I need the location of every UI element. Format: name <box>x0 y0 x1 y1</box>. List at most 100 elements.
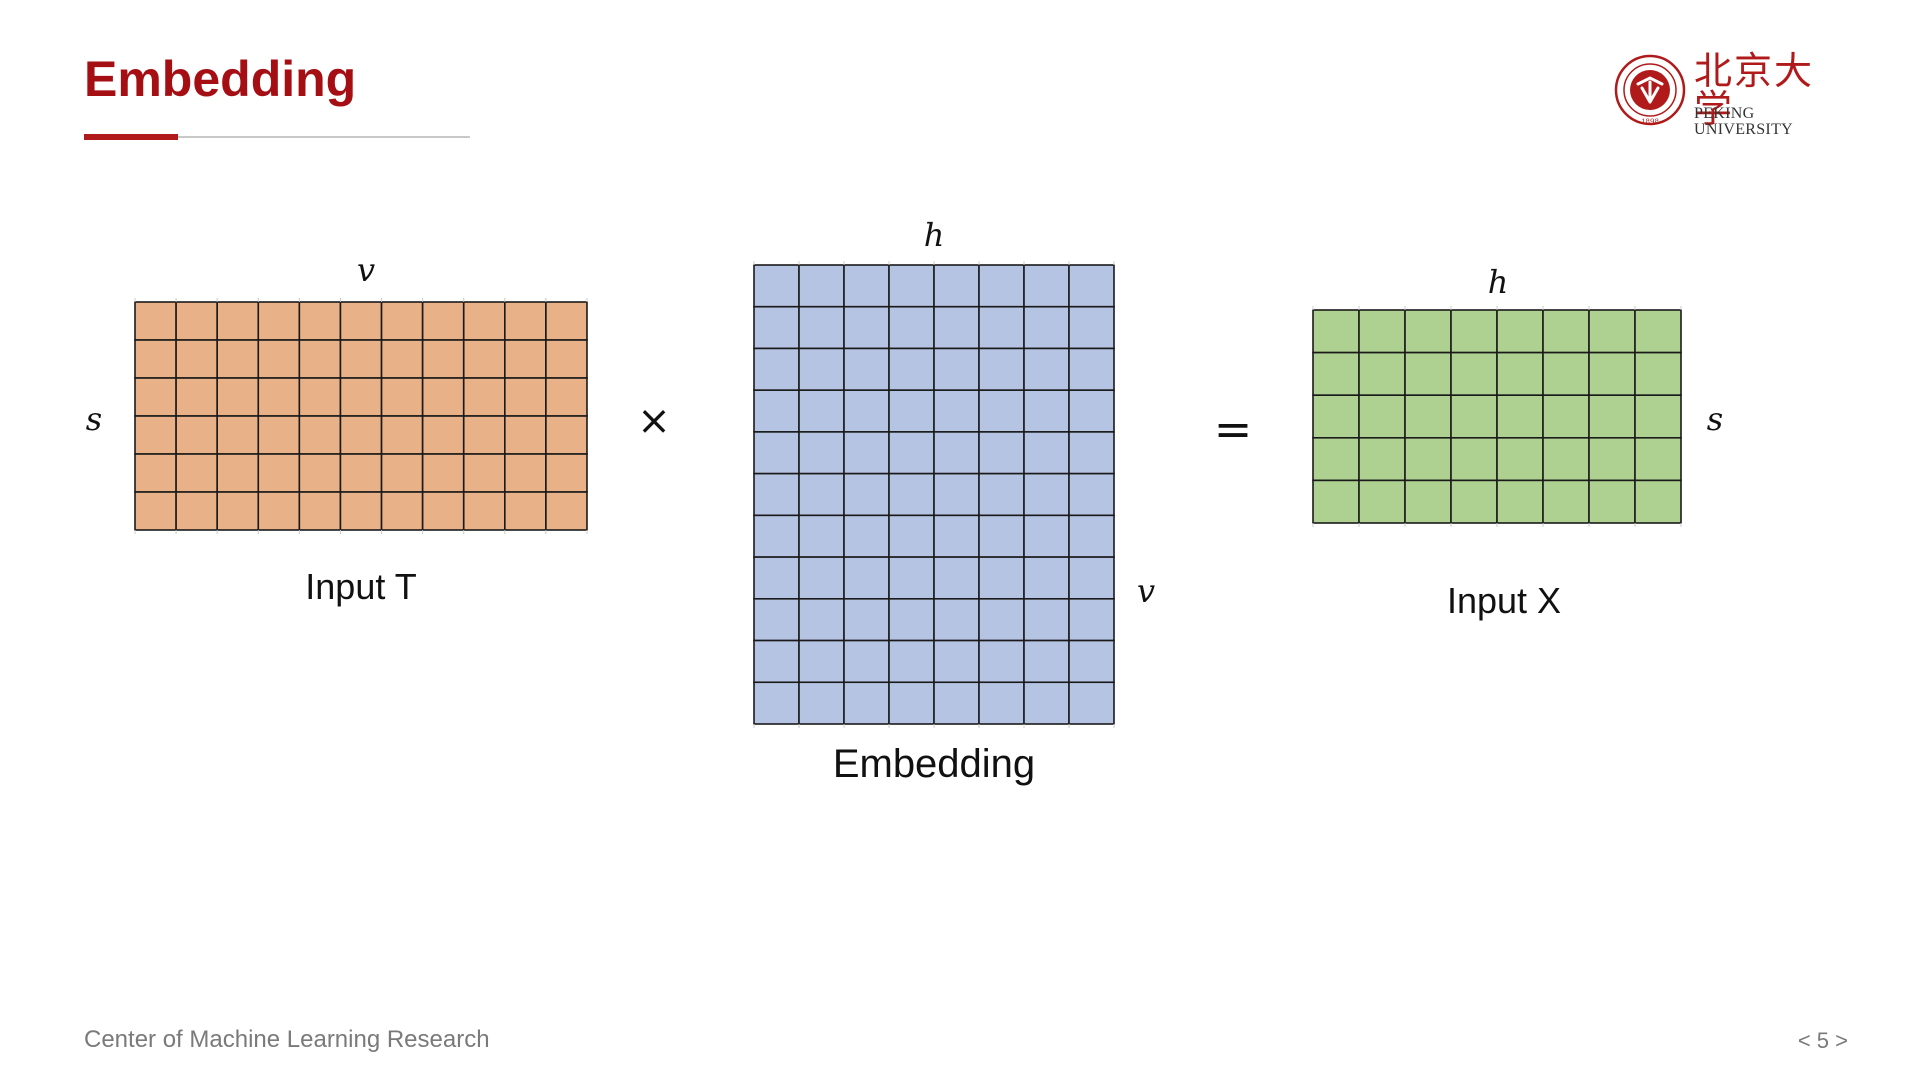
embedding-cell <box>843 389 890 433</box>
matrix-input-x: h s Input X <box>1312 263 1723 621</box>
input-x-cell <box>1496 436 1544 482</box>
input-t-cell <box>380 301 424 341</box>
input-t-cell <box>380 377 424 417</box>
matrix-input-x-side-label: s <box>1707 400 1723 438</box>
input-t-cell <box>545 415 588 455</box>
input-t-cell <box>380 415 424 455</box>
embedding-cell <box>753 472 800 517</box>
input-x-cell <box>1496 479 1544 524</box>
embedding-cell <box>978 598 1025 642</box>
input-t-cell <box>421 453 465 493</box>
embedding-cell <box>888 347 935 391</box>
university-seal-icon: 1898 <box>1614 54 1686 126</box>
input-t-cell <box>298 491 342 531</box>
input-t-cell <box>339 301 383 341</box>
input-x-cell <box>1588 351 1636 397</box>
embedding-cell <box>933 639 980 684</box>
embedding-cell <box>888 389 935 433</box>
embedding-cell <box>753 431 800 475</box>
embedding-cell <box>798 347 845 391</box>
embedding-cell <box>753 598 800 642</box>
input-t-cell <box>298 453 342 493</box>
input-t-cell <box>216 415 260 455</box>
input-t-cell <box>504 339 547 379</box>
matrix-input-x-caption: Input X <box>1447 580 1561 621</box>
multiply-operator: × <box>637 398 671 444</box>
embedding-cell <box>1068 556 1115 600</box>
input-t-cell <box>339 339 383 379</box>
university-name-en: PEKING UNIVERSITY <box>1694 105 1793 138</box>
input-t-cell <box>421 339 465 379</box>
embedding-cell <box>888 514 935 558</box>
embedding-cell <box>798 389 845 433</box>
input-t-cell <box>339 377 383 417</box>
input-t-cell <box>216 377 260 417</box>
embedding-cell <box>888 472 935 517</box>
footer-organization: Center of Machine Learning Research <box>84 1026 490 1053</box>
embedding-cell <box>1068 347 1115 391</box>
embedding-cell <box>888 556 935 600</box>
embedding-cell <box>1068 681 1115 725</box>
equals-operator: = <box>1214 402 1253 456</box>
input-t-cell <box>421 377 465 417</box>
input-t-cell <box>257 415 301 455</box>
input-t-cell <box>339 415 383 455</box>
embedding-cell <box>933 556 980 600</box>
embedding-cell <box>1023 556 1070 600</box>
input-x-cell <box>1634 309 1682 354</box>
embedding-cell <box>798 472 845 517</box>
embedding-cell <box>1023 472 1070 517</box>
embedding-cell <box>1023 389 1070 433</box>
matrix-input-t: v s Input T <box>86 251 588 607</box>
embedding-cell <box>888 264 935 308</box>
input-x-cell <box>1404 351 1452 397</box>
input-t-cell <box>134 415 177 455</box>
input-t-cell <box>175 339 218 379</box>
input-t-cell <box>462 453 506 493</box>
input-x-cell <box>1450 436 1498 482</box>
embedding-cell <box>843 305 890 350</box>
input-t-cell <box>545 339 588 379</box>
input-t-cell <box>257 377 301 417</box>
input-x-cell <box>1358 351 1406 397</box>
input-t-cell <box>545 377 588 417</box>
title-underline-accent <box>84 134 178 140</box>
input-t-cell <box>257 453 301 493</box>
embedding-cell <box>888 639 935 684</box>
input-t-cell <box>421 491 465 531</box>
input-x-cell <box>1496 351 1544 397</box>
input-t-cell <box>257 301 301 341</box>
input-t-cell <box>339 453 383 493</box>
input-t-cell <box>134 491 177 531</box>
input-t-cell <box>504 415 547 455</box>
input-x-cell <box>1404 309 1452 354</box>
input-t-cell <box>545 491 588 531</box>
input-t-cell <box>421 415 465 455</box>
input-t-cell <box>175 301 218 341</box>
input-x-cell <box>1496 309 1544 354</box>
input-x-cell <box>1358 394 1406 439</box>
title-underline <box>84 136 470 138</box>
embedding-cell <box>978 681 1025 725</box>
embedding-cell <box>1068 514 1115 558</box>
input-x-cell <box>1542 394 1590 439</box>
input-x-cell <box>1312 479 1360 524</box>
embedding-cell <box>1023 598 1070 642</box>
embedding-cell <box>1023 514 1070 558</box>
university-logo: 1898 北京大学 PEKING UNIVERSITY <box>1612 52 1852 138</box>
input-t-cell <box>134 453 177 493</box>
input-x-cell <box>1542 436 1590 482</box>
matrix-input-x-grid <box>1312 306 1682 527</box>
embedding-cell <box>888 305 935 350</box>
input-t-cell <box>216 339 260 379</box>
embedding-cell <box>933 389 980 433</box>
input-t-cell <box>216 301 260 341</box>
embedding-cell <box>1068 472 1115 517</box>
input-x-cell <box>1542 351 1590 397</box>
slide-title: Embedding <box>84 51 357 107</box>
embedding-cell <box>888 598 935 642</box>
input-x-cell <box>1404 394 1452 439</box>
embedding-cell <box>798 305 845 350</box>
input-x-cell <box>1588 479 1636 524</box>
